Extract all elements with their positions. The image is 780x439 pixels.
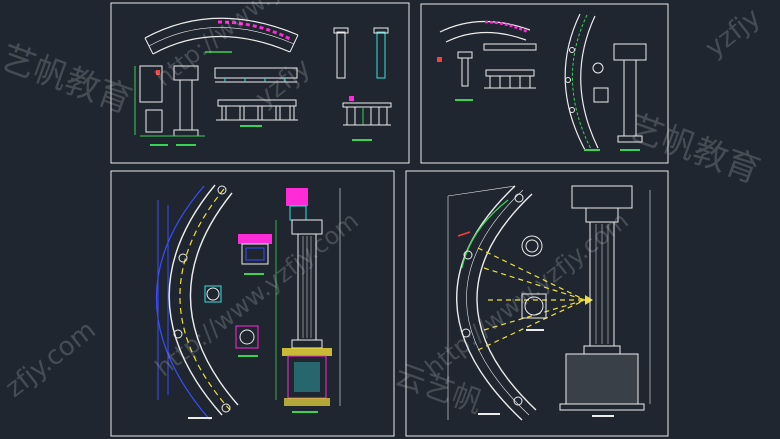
tr-mark-red — [437, 57, 442, 62]
br-col-base — [583, 345, 621, 355]
br-arc-outer — [456, 185, 523, 421]
tl-detail-red — [156, 70, 160, 75]
bl-arc-column-4 — [221, 403, 231, 413]
tr-arc-inner — [445, 31, 527, 43]
tr-column-small — [461, 57, 469, 87]
bl-col-base — [291, 339, 323, 349]
bl-arc-blue — [155, 185, 211, 421]
tl-tall-column-cap — [333, 27, 349, 34]
tr-tall-column-base — [617, 135, 643, 143]
bl-capital-blue — [245, 247, 265, 261]
frame-top-right — [420, 3, 669, 164]
tl-elevation-bottom — [216, 99, 298, 121]
tr-section-circle — [592, 62, 604, 74]
frame-top-left — [110, 2, 410, 164]
tr-tall-column — [623, 59, 637, 137]
br-arc-column-2 — [463, 250, 473, 260]
bl-base-plan-box — [204, 285, 222, 303]
tl-base-box — [145, 109, 163, 133]
frame-bottom-right — [405, 170, 669, 437]
bl-col-head-magenta — [286, 188, 308, 206]
bl-arc-yellow — [179, 188, 231, 411]
tl-arc-mid — [148, 27, 295, 47]
bottom-left-sheet — [155, 184, 341, 421]
bl-base-square — [235, 325, 259, 349]
bl-col-head-cyan — [289, 205, 307, 221]
tr-arc-vertical-green — [571, 14, 592, 150]
bottom-right-sheet — [447, 185, 651, 421]
tl-tall-column — [336, 31, 346, 79]
br-arc-column-1 — [514, 193, 524, 203]
bl-capital-magenta — [238, 234, 272, 244]
bl-footing — [284, 398, 330, 406]
br-foundation — [565, 353, 639, 405]
br-arc-mid — [466, 189, 530, 416]
br-red-marker — [457, 231, 471, 237]
tl-column-shaft — [179, 79, 193, 131]
br-green-arc — [461, 199, 509, 269]
tl-detail-box — [139, 65, 163, 103]
br-callouts — [477, 247, 586, 351]
tl-tall-column-2-cap — [373, 27, 389, 34]
br-section-2 — [521, 293, 547, 319]
tl-tall-column-2 — [376, 31, 386, 79]
tl-elevation-top — [214, 67, 298, 83]
br-section-1-inner — [525, 239, 539, 253]
br-callout-arrow — [585, 295, 593, 305]
tr-arc-column-2 — [565, 77, 571, 83]
tr-elevation — [483, 43, 537, 89]
br-section-1 — [521, 235, 543, 257]
tl-arc-cap — [144, 34, 299, 55]
tr-arc-vertical-inner — [580, 15, 599, 149]
bl-arc-column-3 — [173, 329, 183, 339]
br-arc-column-4 — [513, 396, 523, 406]
top-left-sheet — [134, 17, 392, 146]
bl-arc-column-2 — [178, 253, 188, 263]
br-arc-inner — [476, 193, 537, 411]
br-footing — [559, 403, 645, 411]
top-right-sheet — [437, 13, 647, 151]
tr-arc-outer — [439, 20, 531, 33]
tl-column-base — [173, 129, 199, 137]
bl-col-capital — [291, 219, 323, 235]
tr-column-small-cap — [457, 51, 473, 59]
br-col-capital — [585, 207, 619, 223]
tr-tall-column-cap — [613, 43, 647, 61]
tl-arc-inner — [152, 35, 291, 55]
bl-foundation-yellow — [282, 348, 332, 356]
bl-base-plan — [206, 287, 220, 301]
bl-arc-column-1 — [217, 185, 227, 195]
bl-foundation-cyan — [294, 362, 320, 392]
tl-arc-magenta — [217, 20, 293, 42]
tl-column-capital — [173, 65, 199, 81]
tr-arc-magenta — [484, 20, 529, 34]
tr-arc-column-3 — [569, 107, 575, 113]
br-section-2-circle — [524, 296, 544, 316]
bl-capital-body — [241, 243, 269, 265]
br-col-frame — [571, 185, 633, 209]
tl-balustrade-mark — [349, 96, 354, 101]
sheet-frames — [110, 2, 669, 437]
br-arc-column-3 — [461, 328, 471, 338]
frame-bottom-left — [110, 170, 395, 437]
tr-base-detail — [593, 87, 609, 103]
bl-arc-outer — [168, 184, 223, 416]
bl-arc-inner — [189, 192, 239, 406]
tl-arc-outer — [144, 17, 299, 39]
tr-arc-column-1 — [569, 47, 575, 53]
bl-base-circle — [239, 329, 255, 345]
br-radial-1 — [447, 185, 516, 197]
tl-balustrade — [342, 102, 392, 126]
